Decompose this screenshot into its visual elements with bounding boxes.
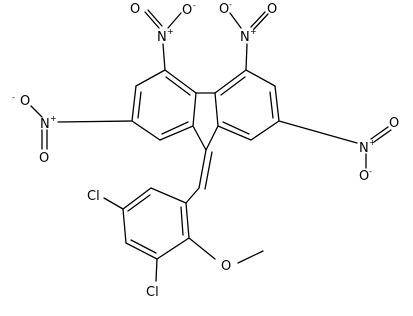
aryl-ring-bonds <box>122 187 190 260</box>
chlorine-lower: Cl <box>146 285 159 300</box>
right-ring-bonds <box>214 69 280 141</box>
chlorine-upper: Cl <box>87 189 100 204</box>
nitro-top-left: N + O O - <box>130 1 196 45</box>
nitro-right-o2: O <box>359 169 369 184</box>
nitro-right-o-charge: - <box>369 167 372 176</box>
left-ring-bonds <box>131 69 197 141</box>
nitro-left-o1: O <box>20 94 30 109</box>
methoxy-oxygen: O <box>221 259 231 274</box>
methylidene-bond <box>185 149 213 204</box>
nitro-top-left-o2: O <box>182 3 192 18</box>
nitro-left-n-charge: + <box>50 114 57 123</box>
nitro-left-n: N <box>40 117 50 132</box>
nitro-top-left-o1: O <box>130 2 140 17</box>
nitro-top-left-n: N <box>157 30 167 45</box>
nitro-top-right-o1: O <box>219 2 229 17</box>
nitro-top-right-n: N <box>240 30 250 45</box>
nitro-top-right-o-charge: - <box>229 0 232 9</box>
nitro-right-n-charge: + <box>369 138 376 147</box>
nitro-right-n: N <box>359 141 369 156</box>
nitro-left-o-charge: - <box>12 93 15 102</box>
nitro-right-o1: O <box>389 116 399 131</box>
nitro-right: N + O O - <box>359 116 399 184</box>
nitro-top-right-n-charge: + <box>250 27 257 36</box>
nitro-top-left-n-charge: + <box>167 27 174 36</box>
five-ring-bonds <box>192 92 219 151</box>
substituent-bonds <box>57 43 358 282</box>
nitro-top-right-o2: O <box>267 2 277 17</box>
nitro-left: N + O - O <box>12 93 57 166</box>
nitro-top-left-o-charge: - <box>193 1 196 10</box>
nitro-top-right: N + O - O <box>219 0 277 45</box>
nitro-left-o2: O <box>39 151 49 166</box>
